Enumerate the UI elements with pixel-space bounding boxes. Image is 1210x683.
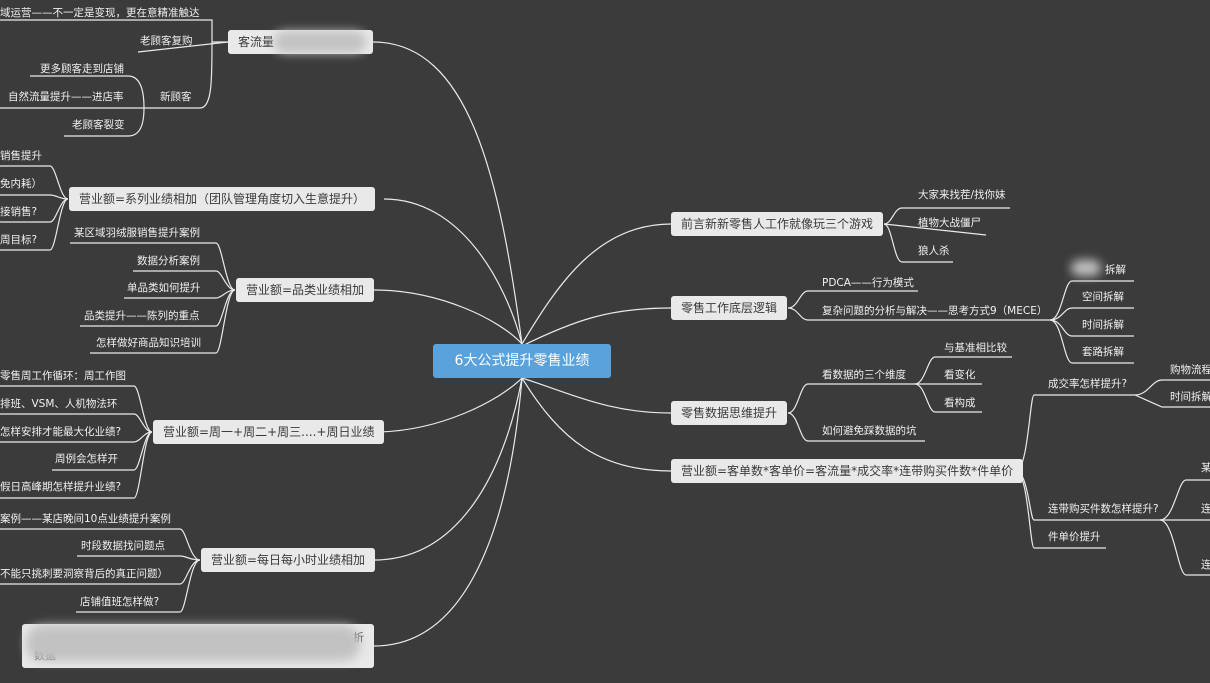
subtopic-more-customers[interactable]: 更多顾客走到店铺 [40,63,124,75]
subtopic-composition[interactable]: 看构成 [944,397,976,409]
subtopic-avoid-friction[interactable]: 免内耗） [0,178,42,190]
topic-retail-logic[interactable]: 零售工作底层逻辑 [671,296,788,320]
subtopic-time-data[interactable]: 时段数据找问题点 [81,540,165,552]
redacted-blur [1071,260,1101,276]
subtopic-three-dimensions[interactable]: 看数据的三个维度 [822,369,906,381]
subtopic-pdca[interactable]: PDCA——行为模式 [822,277,914,289]
subtopic-handover[interactable]: 接销售? [0,206,38,218]
topic-preface[interactable]: 前言新新零售人工作就像玩三个游戏 [671,212,884,236]
subtopic-evening-case[interactable]: 案例——某店晚间10点业绩提升案例 [0,513,171,525]
redacted-blur [26,625,360,661]
topic-series-sum[interactable]: 营业额=系列业绩相加（团队管理角度切入生意提升） [69,187,376,211]
subtopic-data-pitfalls[interactable]: 如何避免踩数据的坑 [822,425,917,437]
topic-weekly-sum[interactable]: 营业额=周一+周二+周三....+周日业绩 [153,420,385,444]
subtopic-new-customers[interactable]: 新顾客 [160,91,192,103]
subtopic-insight[interactable]: 不能只挑刺要洞察背后的真正问题） [0,568,168,580]
subtopic-maximize[interactable]: 怎样安排才能最大化业绩? [0,426,122,438]
subtopic-referral[interactable]: 老顾客裂变 [72,119,125,131]
subtopic-weekly-target[interactable]: 周目标? [0,234,38,246]
topic-data-thinking[interactable]: 零售数据思维提升 [671,401,788,425]
subtopic-unit-price[interactable]: 件单价提升 [1048,531,1101,543]
subtopic-week-cycle[interactable]: 零售周工作循环：周工作图 [0,370,126,382]
subtopic-product-training[interactable]: 怎样做好商品知识培训 [96,337,201,349]
subtopic-scheduling[interactable]: 排班、VSM、人机物法环 [0,398,118,410]
subtopic-find-difference[interactable]: 大家来找茬/找你妹 [918,189,1006,201]
subtopic-data-case[interactable]: 数据分析案例 [137,255,200,267]
subtopic-entry-rate[interactable]: 自然流量提升——进店率 [8,91,124,103]
subtopic-store-duty[interactable]: 店铺值班怎样做? [80,596,160,608]
subtopic-purchase-flow[interactable]: 购物流程 [1170,364,1210,376]
subtopic-display-focus[interactable]: 品类提升——陈列的重点 [84,310,200,322]
subtopic-single-category[interactable]: 单品类如何提升 [127,282,201,294]
topic-hourly-sum[interactable]: 营业额=每日每小时业绩相加 [201,548,376,572]
root-topic[interactable]: 6大公式提升零售业绩 [433,344,611,378]
subtopic-space-split[interactable]: 空间拆解 [1082,291,1124,303]
subtopic-joint-b[interactable]: 连 [1201,503,1210,515]
subtopic-werewolf[interactable]: 狼人杀 [918,245,950,257]
subtopic-change[interactable]: 看变化 [944,369,976,381]
subtopic-private-domain[interactable]: 域运营——不一定是变现，更在意精准触达 [0,7,200,19]
subtopic-joint-c[interactable]: 连 [1201,559,1210,571]
topic-revenue-formula[interactable]: 营业额=客单数*客单价=客流量*成交率*连带购买件数*件单价 [671,459,1024,483]
subtopic-complex-problem[interactable]: 复杂问题的分析与解决——思考方式9（MECE） [822,305,1048,317]
topic-category-sum[interactable]: 营业额=品类业绩相加 [236,278,375,302]
subtopic-repurchase[interactable]: 老顾客复购 [140,35,193,47]
redacted-blur [274,31,366,53]
subtopic-weekly-meeting[interactable]: 周例会怎样开 [55,453,118,465]
subtopic-sales-boost[interactable]: 销售提升 [0,150,42,162]
subtopic-conv-time-split[interactable]: 时间拆解 [1170,391,1210,403]
subtopic-time-split[interactable]: 时间拆解 [1082,319,1124,331]
subtopic-routine-split[interactable]: 套路拆解 [1082,346,1124,358]
subtopic-conversion[interactable]: 成交率怎样提升? [1048,378,1128,390]
subtopic-joint-a[interactable]: 某 [1201,462,1210,474]
subtopic-baseline[interactable]: 与基准相比较 [944,342,1007,354]
subtopic-split[interactable]: 拆解 [1105,264,1126,276]
subtopic-down-jacket-case[interactable]: 某区域羽绒服销售提升案例 [74,227,200,239]
subtopic-holiday-peak[interactable]: 假日高峰期怎样提升业绩? [0,481,122,493]
subtopic-joint-purchase[interactable]: 连带购买件数怎样提升? [1048,503,1159,515]
subtopic-plants-zombies[interactable]: 植物大战僵尸 [918,217,981,229]
